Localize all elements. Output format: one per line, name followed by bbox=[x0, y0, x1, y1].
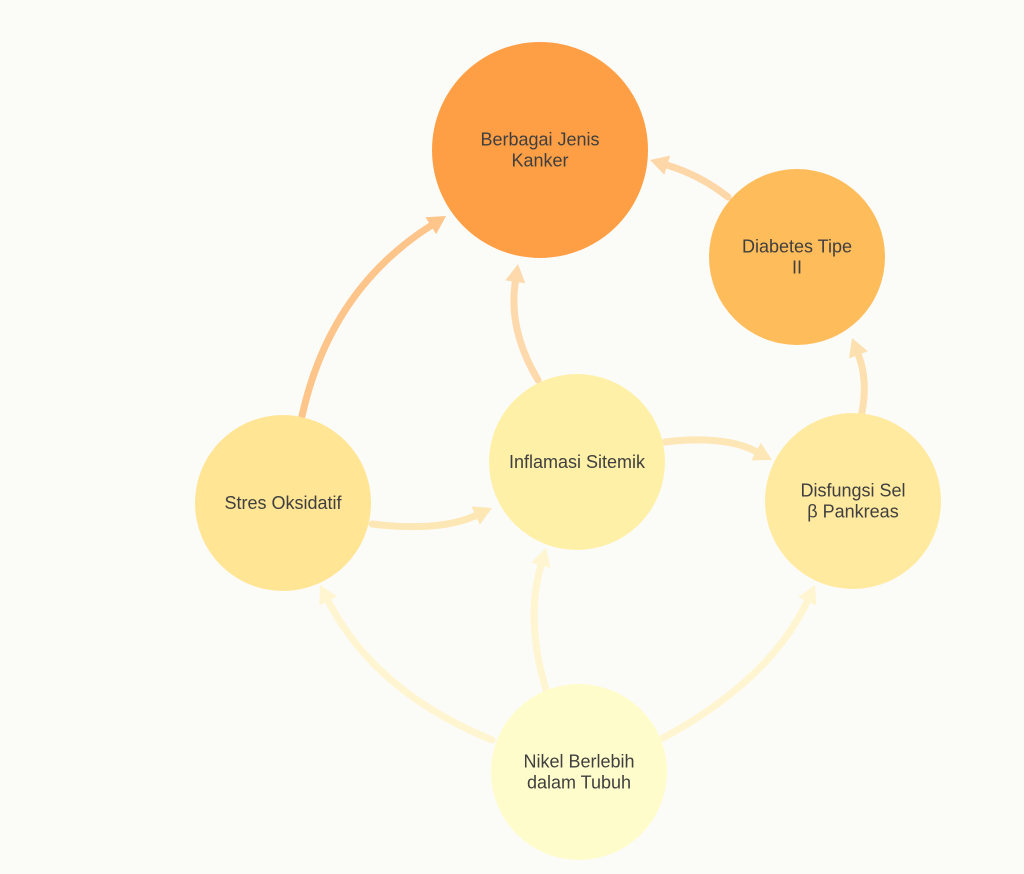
edge-stres-to-kanker bbox=[298, 222, 435, 420]
edge-disfungsi-to-diabetes bbox=[854, 351, 868, 416]
node-stres[interactable]: Stres Oksidatif bbox=[195, 415, 371, 591]
node-label-line: Inflamasi Sitemik bbox=[509, 452, 646, 472]
edge-nikel-to-stres bbox=[324, 597, 496, 744]
node-inflamasi[interactable]: Inflamasi Sitemik bbox=[489, 374, 665, 550]
arrowhead-disfungsi-to-diabetes bbox=[849, 338, 868, 359]
node-label-line: II bbox=[792, 258, 802, 278]
node-label-line: Berbagai Jenis bbox=[480, 130, 599, 150]
node-label-line: Disfungsi Sel bbox=[800, 481, 905, 501]
arrowhead-inflamasi-to-disfungsi bbox=[751, 442, 772, 461]
node-circle-kanker[interactable] bbox=[432, 42, 648, 258]
node-label-line: Kanker bbox=[511, 151, 568, 171]
arrowhead-nikel-to-stres bbox=[319, 585, 338, 606]
arrowhead-diabetes-to-kanker bbox=[650, 155, 671, 175]
node-circle-nikel[interactable] bbox=[491, 684, 667, 860]
arrowhead-inflamasi-to-kanker bbox=[505, 264, 526, 284]
node-label-line: dalam Tubuh bbox=[527, 773, 631, 793]
arrowhead-stres-to-inflamasi bbox=[471, 506, 492, 525]
edge-diabetes-to-kanker bbox=[663, 161, 732, 201]
node-label-stres: Stres Oksidatif bbox=[224, 493, 342, 513]
node-label-line: Diabetes Tipe bbox=[742, 237, 852, 257]
edges-layer bbox=[298, 155, 868, 744]
node-circle-inflamasi[interactable] bbox=[489, 374, 665, 550]
arrowhead-nikel-to-disfungsi bbox=[798, 585, 817, 606]
node-label-line: β Pankreas bbox=[807, 502, 898, 522]
node-circle-stres[interactable] bbox=[195, 415, 371, 591]
node-label-inflamasi: Inflamasi Sitemik bbox=[509, 452, 646, 472]
node-circle-diabetes[interactable] bbox=[709, 169, 885, 345]
node-circle-disfungsi[interactable] bbox=[765, 413, 941, 589]
edge-inflamasi-to-disfungsi bbox=[661, 436, 760, 456]
edge-stres-to-inflamasi bbox=[368, 512, 480, 531]
arrowhead-stres-to-kanker bbox=[425, 216, 446, 235]
edge-nikel-to-disfungsi bbox=[659, 597, 811, 742]
edge-nikel-to-inflamasi bbox=[530, 561, 550, 694]
node-label-line: Nikel Berlebih bbox=[523, 752, 634, 772]
edge-inflamasi-to-kanker bbox=[510, 278, 542, 384]
node-label-line: Stres Oksidatif bbox=[224, 493, 342, 513]
arrowhead-nikel-to-inflamasi bbox=[531, 548, 551, 569]
